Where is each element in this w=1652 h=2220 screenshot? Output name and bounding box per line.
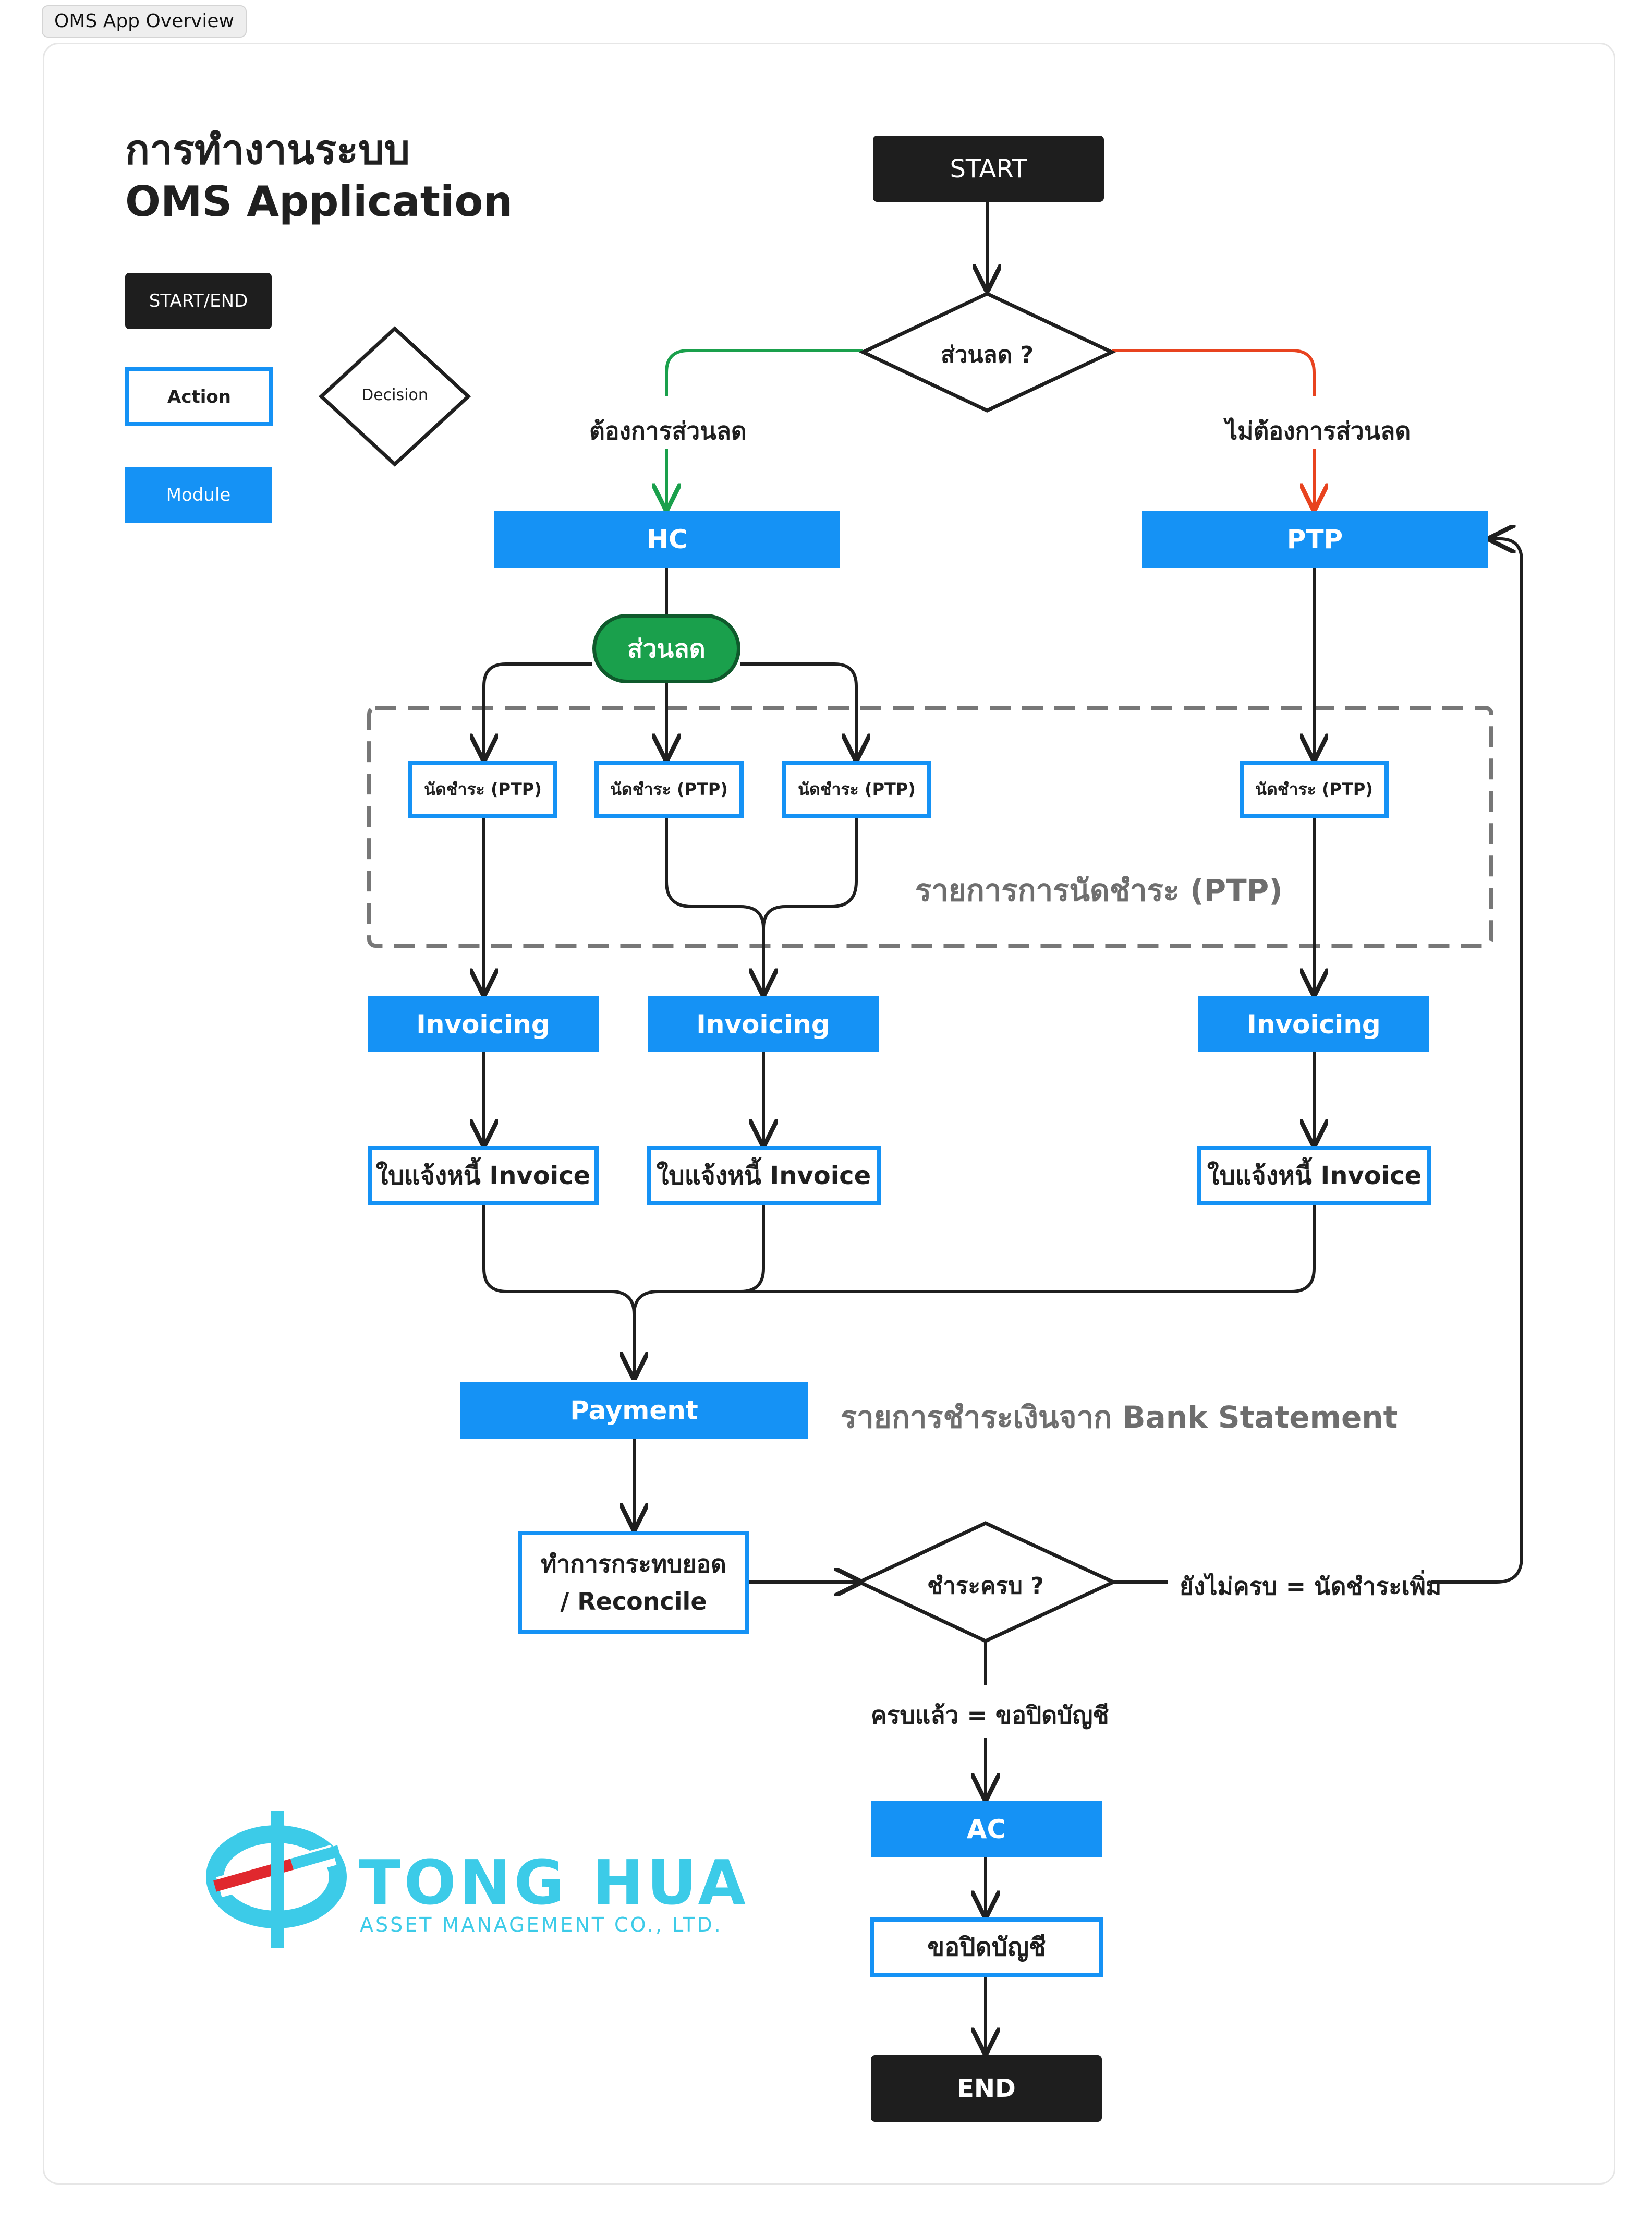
edge-notice3-payment (740, 1205, 1316, 1293)
invoice-notice-label: ใบแจ้งหนี้ Invoice (1207, 1161, 1422, 1190)
want-discount-label: ต้องการส่วนลด (589, 417, 747, 445)
ptp-module[interactable]: PTP (1142, 511, 1488, 568)
page-title: OMS Application (125, 177, 513, 226)
hc-label: HC (647, 524, 688, 554)
ac-label: AC (966, 1814, 1006, 1844)
payment-module[interactable]: Payment (460, 1382, 808, 1439)
invoice-notice-1[interactable]: ใบแจ้งหนี้ Invoice (368, 1146, 599, 1205)
legend-start-end-label: START/END (149, 291, 248, 311)
reconcile-label-line2: / Reconcile (560, 1587, 707, 1615)
discount-label: ส่วนลด (627, 634, 706, 663)
ptp-group-label: รายการการนัดชำระ (PTP) (915, 873, 1283, 908)
legend-action-label: Action (167, 386, 231, 407)
discount-node[interactable]: ส่วนลด (592, 614, 740, 683)
no-discount-label: ไม่ต้องการส่วนลด (1225, 417, 1411, 445)
edge-discount-ptp3 (740, 662, 856, 759)
reconcile-action[interactable]: ทำการกระทบยอด / Reconcile (518, 1531, 749, 1634)
invoice-notice-label: ใบแจ้งหนี้ Invoice (375, 1161, 591, 1190)
end-label: END (957, 2074, 1016, 2103)
edge-decision-hc (666, 349, 863, 509)
ptp-item-1[interactable]: นัดชำระ (PTP) (408, 761, 557, 818)
complete-label: ครบแล้ว = ขอปิดบัญชี (871, 1701, 1109, 1729)
close-account-label: ขอปิดบัญชี (927, 1933, 1046, 1962)
payment-note: รายการชำระเงินจาก Bank Statement (841, 1399, 1398, 1435)
reconcile-label-line1: ทำการกระทบยอด (541, 1549, 726, 1578)
invoicing-label: Invoicing (416, 1009, 550, 1040)
ptp-item-3[interactable]: นัดชำระ (PTP) (782, 761, 931, 818)
invoicing-1[interactable]: Invoicing (368, 996, 599, 1052)
start-node[interactable]: START (873, 136, 1104, 202)
start-label: START (950, 154, 1027, 184)
ac-module[interactable]: AC (871, 1801, 1102, 1857)
tong-hua-logo-mark (206, 1811, 347, 1948)
ptp-item-label: นัดชำระ (PTP) (1255, 779, 1373, 799)
invoicing-label: Invoicing (696, 1009, 830, 1040)
edge-notice2-payment (633, 1205, 765, 1315)
legend-decision-shape (318, 326, 471, 467)
ptp-item-label: นัดชำระ (PTP) (424, 779, 542, 799)
not-complete-label: ยังไม่ครบ = นัดชำระเพิ่ม (1180, 1572, 1442, 1600)
edge-ptp3-merge (762, 818, 858, 929)
decision-discount-label: ส่วนลด ? (940, 342, 1034, 368)
invoicing-3[interactable]: Invoicing (1198, 996, 1429, 1052)
invoice-notice-2[interactable]: ใบแจ้งหนี้ Invoice (647, 1146, 881, 1205)
decision-paid-label: ชำระครบ ? (927, 1573, 1044, 1599)
payment-label: Payment (570, 1395, 698, 1426)
ptp-group-box (367, 706, 1493, 948)
ptp-module-label: PTP (1286, 524, 1343, 554)
canvas-frame (43, 43, 1615, 2185)
hc-module[interactable]: HC (494, 511, 840, 568)
invoice-notice-label: ใบแจ้งหนี้ Invoice (656, 1161, 871, 1190)
invoice-notice-3[interactable]: ใบแจ้งหนี้ Invoice (1197, 1146, 1431, 1205)
decision-discount-shape (858, 292, 1116, 413)
ptp-item-label: นัดชำระ (PTP) (610, 779, 728, 799)
end-node[interactable]: END (871, 2055, 1102, 2122)
edge-ptp2-merge (665, 818, 763, 994)
legend-module: Module (125, 467, 272, 523)
decision-paid-shape (855, 1521, 1118, 1643)
edge-discount-ptp1 (484, 662, 592, 759)
edge-notice1-payment (482, 1205, 634, 1377)
legend-module-label: Module (166, 485, 231, 505)
edge-notcomplete-ptp (1431, 539, 1523, 1584)
ptp-item-4[interactable]: นัดชำระ (PTP) (1240, 761, 1389, 818)
close-account-action[interactable]: ขอปิดบัญชี (870, 1917, 1103, 1977)
ptp-item-label: นัดชำระ (PTP) (798, 779, 916, 799)
tab-oms-app-overview[interactable]: OMS App Overview (42, 5, 247, 38)
invoicing-2[interactable]: Invoicing (648, 996, 879, 1052)
legend-start-end: START/END (125, 273, 272, 329)
ptp-item-2[interactable]: นัดชำระ (PTP) (594, 761, 744, 818)
edge-decision-ptp (1112, 349, 1314, 509)
logo-subtitle: ASSET MANAGEMENT CO., LTD. (360, 1913, 723, 1936)
invoicing-label: Invoicing (1247, 1009, 1381, 1040)
legend-action: Action (125, 367, 273, 426)
legend-decision-label: Decision (361, 386, 428, 404)
logo-name: TONG HUA (359, 1847, 749, 1919)
page-title-thai: การทำงานระบบ (125, 127, 410, 174)
